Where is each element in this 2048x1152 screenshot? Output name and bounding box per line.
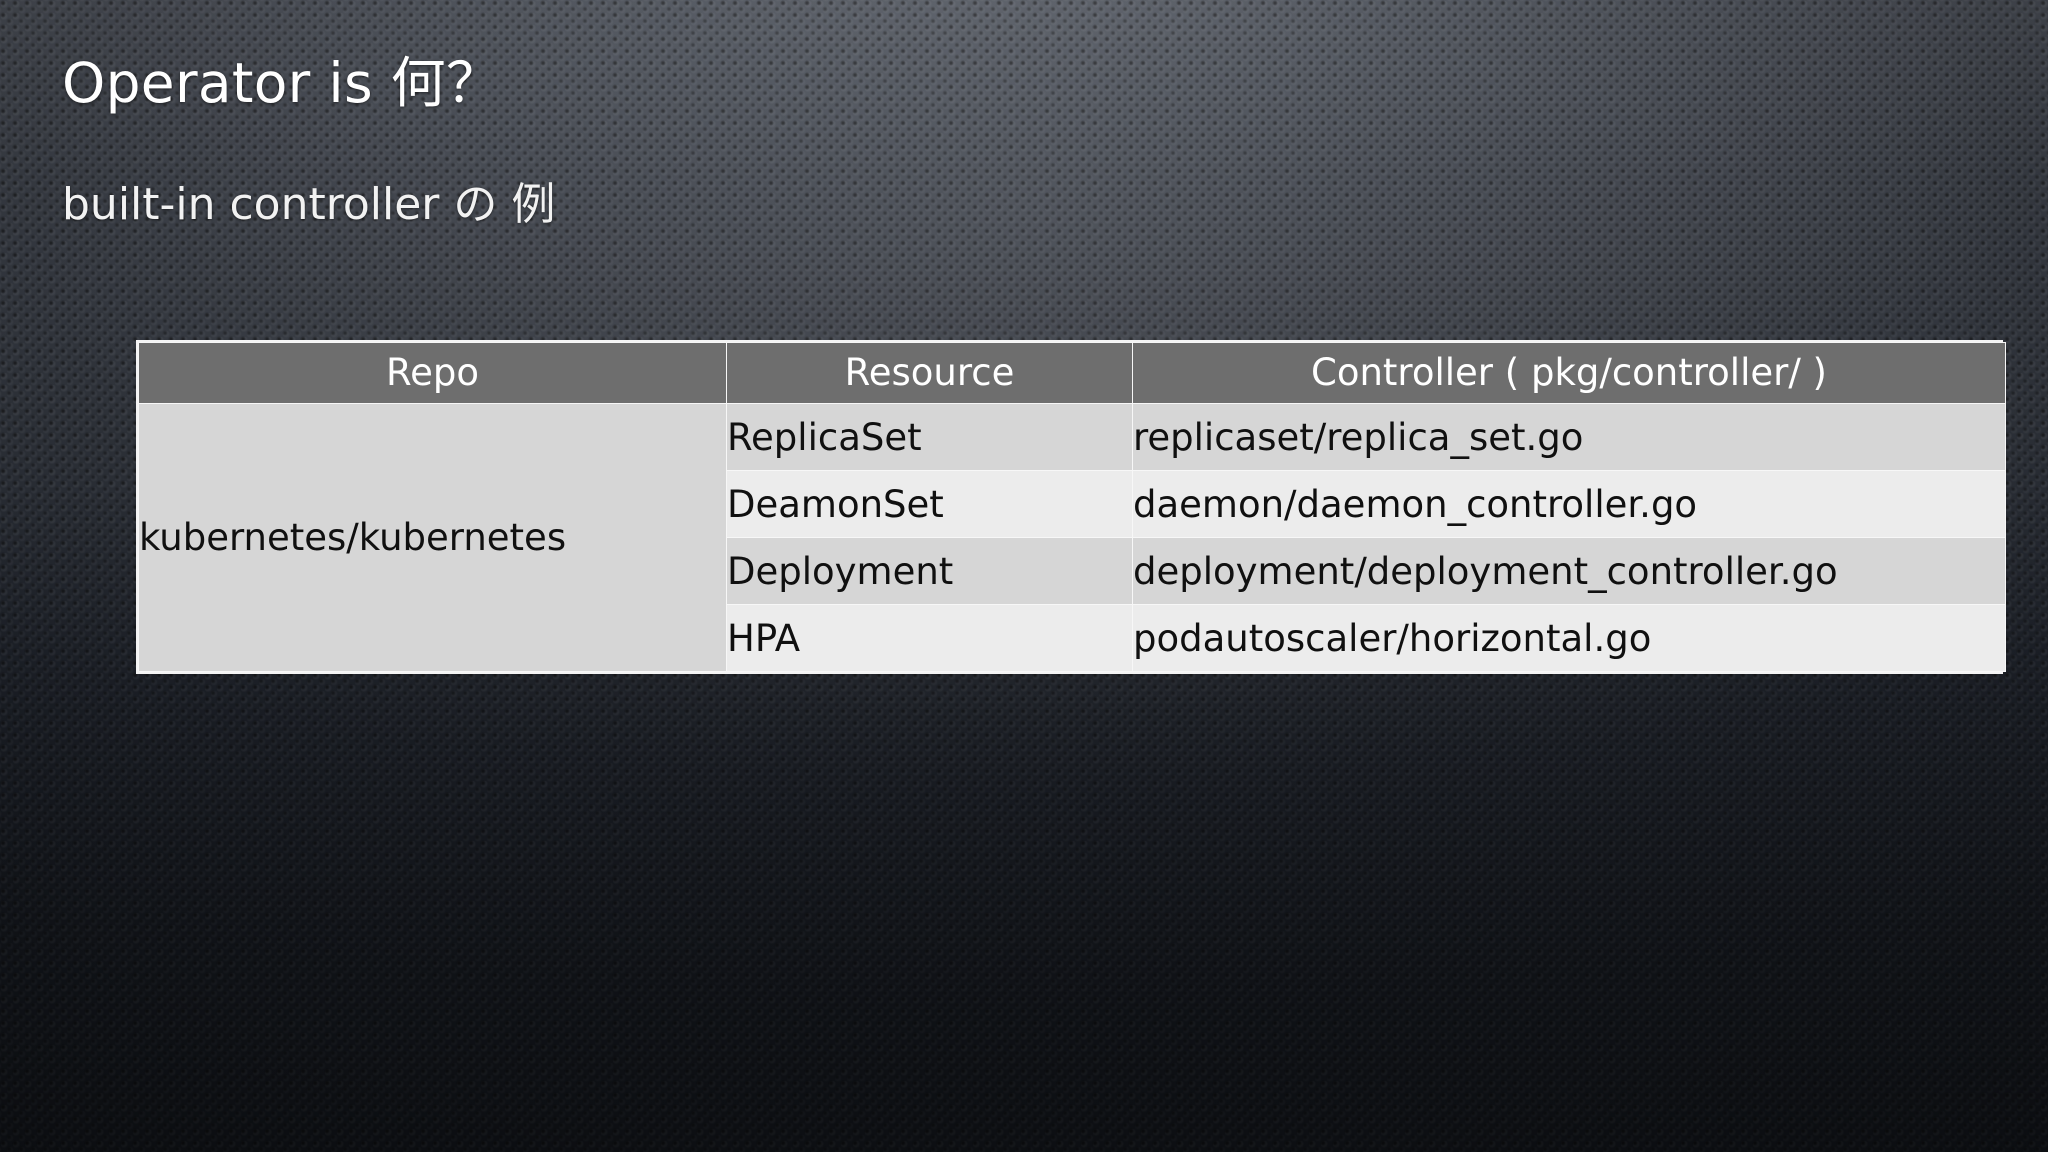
table-header-row: Repo Resource Controller ( pkg/controlle… xyxy=(138,342,2006,404)
column-header-controller: Controller ( pkg/controller/ ) xyxy=(1132,342,2006,404)
cell-resource: DeamonSet xyxy=(726,470,1133,538)
controllers-table: Repo Resource Controller ( pkg/controlle… xyxy=(136,340,2006,674)
table-header: Repo Resource Controller ( pkg/controlle… xyxy=(138,342,2006,404)
cell-resource: HPA xyxy=(726,604,1133,672)
table-row: kubernetes/kubernetes ReplicaSet replica… xyxy=(138,403,2006,672)
cell-repo: kubernetes/kubernetes xyxy=(138,403,727,672)
cell-resource: Deployment xyxy=(726,537,1133,605)
cell-resource: ReplicaSet xyxy=(726,403,1133,471)
slide-title: Operator is 何？ xyxy=(62,51,502,115)
column-header-resource: Resource xyxy=(726,342,1133,404)
table-row: HPA podautoscaler/horizontal.go xyxy=(139,604,2006,672)
column-header-repo: Repo xyxy=(138,342,727,404)
table: Repo Resource Controller ( pkg/controlle… xyxy=(138,342,2006,672)
table-row: DeamonSet daemon/daemon_controller.go xyxy=(139,470,2006,538)
cell-controller: deployment/deployment_controller.go xyxy=(1132,537,2006,605)
cell-controller: replicaset/replica_set.go xyxy=(1132,403,2006,471)
table-body: kubernetes/kubernetes ReplicaSet replica… xyxy=(138,403,2006,672)
slide-subtitle: built-in controller の 例 xyxy=(62,179,556,230)
cell-controller: daemon/daemon_controller.go xyxy=(1132,470,2006,538)
cell-controller: podautoscaler/horizontal.go xyxy=(1132,604,2006,672)
